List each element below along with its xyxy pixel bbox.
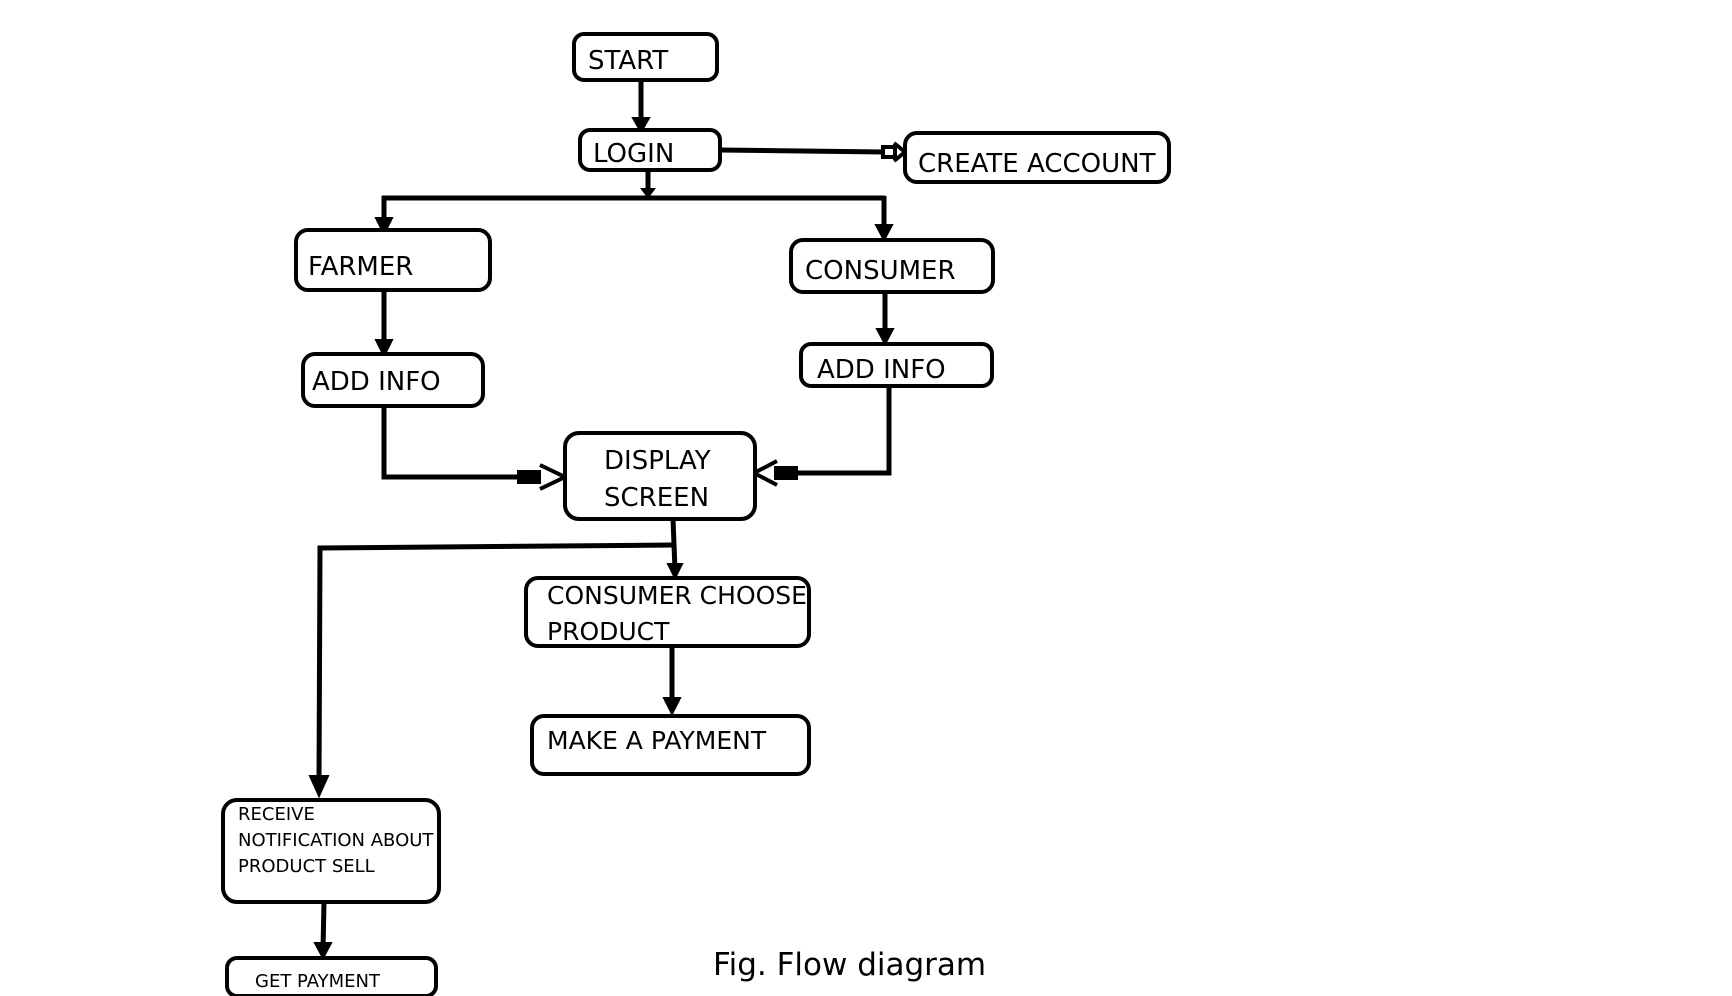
node-consumer-add-info: ADD INFO [799, 342, 994, 388]
edge-display-consumer-choose [666, 518, 684, 581]
figure-caption: Fig. Flow diagram [713, 947, 986, 983]
node-login: LOGIN [578, 128, 722, 172]
node-consumer-label: CONSUMER [805, 256, 956, 286]
node-start-label: START [588, 46, 668, 76]
edge-consumer-add-info-display [749, 386, 892, 487]
node-get-payment: GET PAYMENT [225, 956, 438, 996]
node-receive-notification-line-2: NOTIFICATION ABOUT [238, 830, 434, 851]
node-display-screen-line-2: SCREEN [604, 483, 709, 513]
edge-consumer-choose-make-payment [662, 646, 682, 717]
node-create-account-label: CREATE ACCOUNT [918, 149, 1156, 179]
node-receive-notification-line-3: PRODUCT SELL [238, 856, 375, 877]
node-consumer-choose-product-line-1: CONSUMER CHOOSE [547, 581, 807, 610]
node-consumer-choose-product-line-2: PRODUCT [547, 617, 670, 646]
edges [308, 80, 909, 961]
node-login-label: LOGIN [593, 139, 674, 169]
edge-login-farmer [374, 196, 394, 237]
edge-login-consumer [874, 196, 894, 243]
edge-receive-get-payment [313, 901, 333, 961]
node-display-screen-line-1: DISPLAY [604, 446, 711, 476]
edge-login-create-account [719, 141, 909, 163]
edge-farmer-add-info [374, 290, 394, 359]
node-receive-notification: RECEIVE NOTIFICATION ABOUT PRODUCT SELL [221, 798, 441, 904]
node-consumer-choose-product: CONSUMER CHOOSE PRODUCT [524, 576, 811, 648]
node-consumer-add-info-label: ADD INFO [817, 355, 946, 385]
node-create-account: CREATE ACCOUNT [903, 131, 1171, 184]
node-farmer-add-info-label: ADD INFO [312, 367, 441, 397]
node-farmer-label: FARMER [308, 252, 413, 282]
edge-consumer-add-info [875, 292, 895, 347]
node-make-payment-label: MAKE A PAYMENT [547, 726, 767, 755]
edge-login-split [382, 170, 885, 201]
edge-start-login [631, 80, 651, 135]
edge-farmer-add-info-display [381, 406, 570, 491]
node-start: START [572, 32, 719, 82]
node-consumer: CONSUMER [789, 238, 995, 294]
node-receive-notification-line-1: RECEIVE [238, 804, 315, 825]
node-make-payment: MAKE A PAYMENT [530, 714, 811, 776]
node-farmer-add-info: ADD INFO [301, 352, 485, 408]
node-farmer: FARMER [294, 228, 492, 292]
edge-display-receive-notification [308, 542, 674, 799]
node-get-payment-label: GET PAYMENT [255, 971, 381, 992]
node-display-screen: DISPLAY SCREEN [563, 431, 757, 521]
